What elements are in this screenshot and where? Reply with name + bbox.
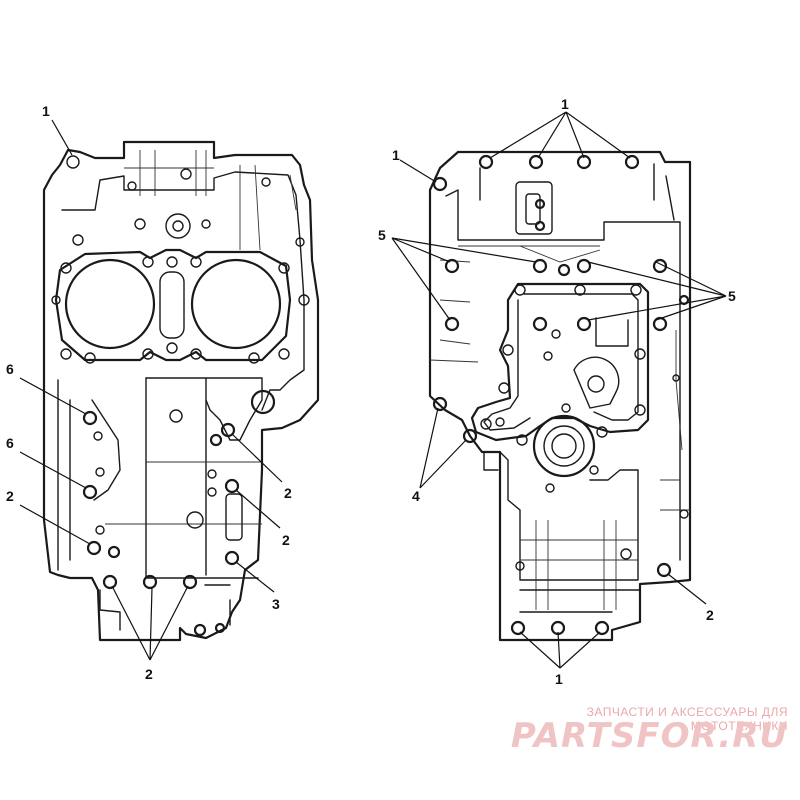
right-case-outline: [428, 150, 692, 642]
left-cylinder-bore: [64, 258, 156, 350]
upper-window: [515, 181, 553, 235]
right-callout-1-left: 1: [392, 147, 400, 163]
right-callout-bolts: [432, 154, 690, 636]
left-callout-2-lower-right: 2: [282, 532, 290, 548]
left-inner-wall: [61, 171, 305, 411]
left-callout-6-lower: 6: [6, 435, 14, 451]
right-callout-5-right: 5: [728, 288, 736, 304]
left-callout-2-side: 2: [6, 488, 14, 504]
oil-passage: [165, 213, 191, 239]
right-callout-5-left: 5: [378, 227, 386, 243]
right-callout-1-top: 1: [561, 96, 569, 112]
watermark-tagline: ЗАПЧАСТИ И АКСЕССУАРЫ ДЛЯ МОТОТЕХНИКИ: [586, 705, 788, 733]
gasket-bolts-right: [480, 284, 646, 446]
right-crankcase: [428, 150, 692, 642]
left-callout-2-bottom: 2: [145, 666, 153, 682]
left-lower-panel: [145, 377, 263, 441]
right-leader-lines: [391, 111, 727, 669]
left-leader-lines: [19, 119, 283, 661]
oil-filter-housing: [532, 414, 596, 478]
left-callout-6-upper: 6: [6, 361, 14, 377]
right-cylinder-bore: [190, 258, 282, 350]
right-callout-2: 2: [706, 607, 714, 623]
oil-pan-gasket: [470, 282, 650, 442]
left-slot: [225, 493, 243, 541]
left-callout-3: 3: [272, 596, 280, 612]
left-case-outline: [42, 140, 320, 642]
oil-drain-boss: [250, 389, 276, 415]
cylinder-gasket: [54, 248, 292, 362]
left-callout-2-upper-right: 2: [284, 485, 292, 501]
right-callout-4: 4: [412, 488, 420, 504]
right-callout-1-bottom: 1: [555, 671, 563, 687]
cam-chain-tunnel: [159, 271, 185, 339]
left-callout-bolts: [82, 410, 240, 637]
gasket-bolt-holes: [51, 256, 310, 364]
left-callout-1: 1: [42, 103, 50, 119]
watermark-logo: PARTSFOR.RU: [510, 716, 788, 756]
left-crankcase: [42, 140, 320, 642]
